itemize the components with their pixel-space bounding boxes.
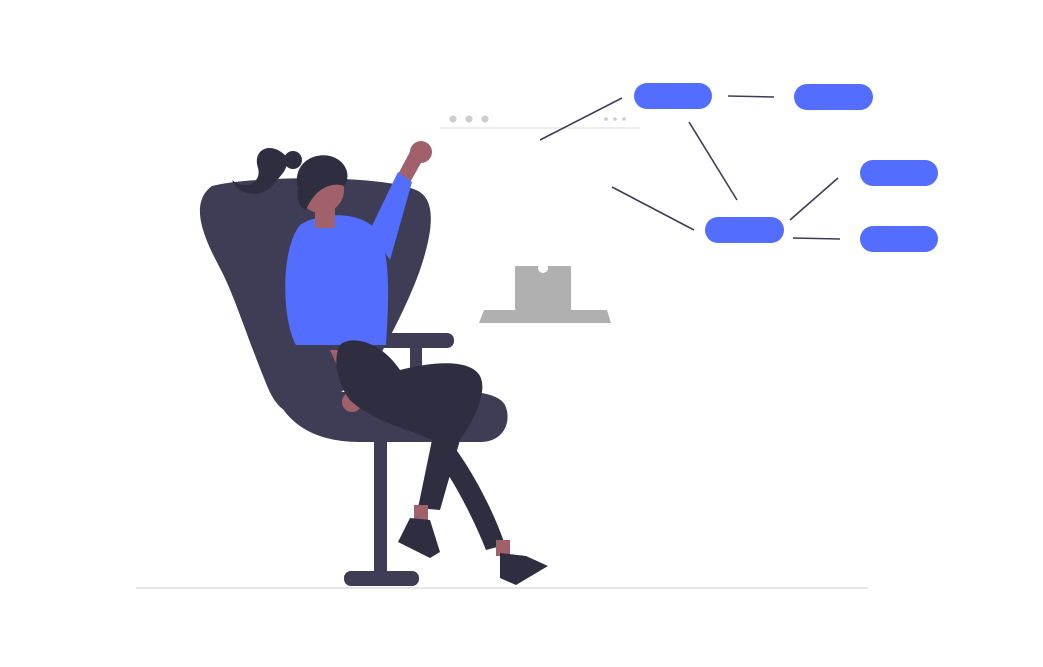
person-figure — [232, 141, 548, 585]
window-controls-icon — [440, 115, 640, 129]
flowchart-node — [860, 160, 938, 186]
flowchart-node — [860, 226, 938, 252]
monitor-icon — [479, 263, 611, 323]
flowchart-node — [794, 84, 873, 110]
flowchart-connectors — [539, 95, 841, 240]
flowchart-node — [634, 83, 712, 109]
flowchart-node — [705, 217, 784, 243]
flowchart-diagram-icon — [634, 83, 938, 252]
